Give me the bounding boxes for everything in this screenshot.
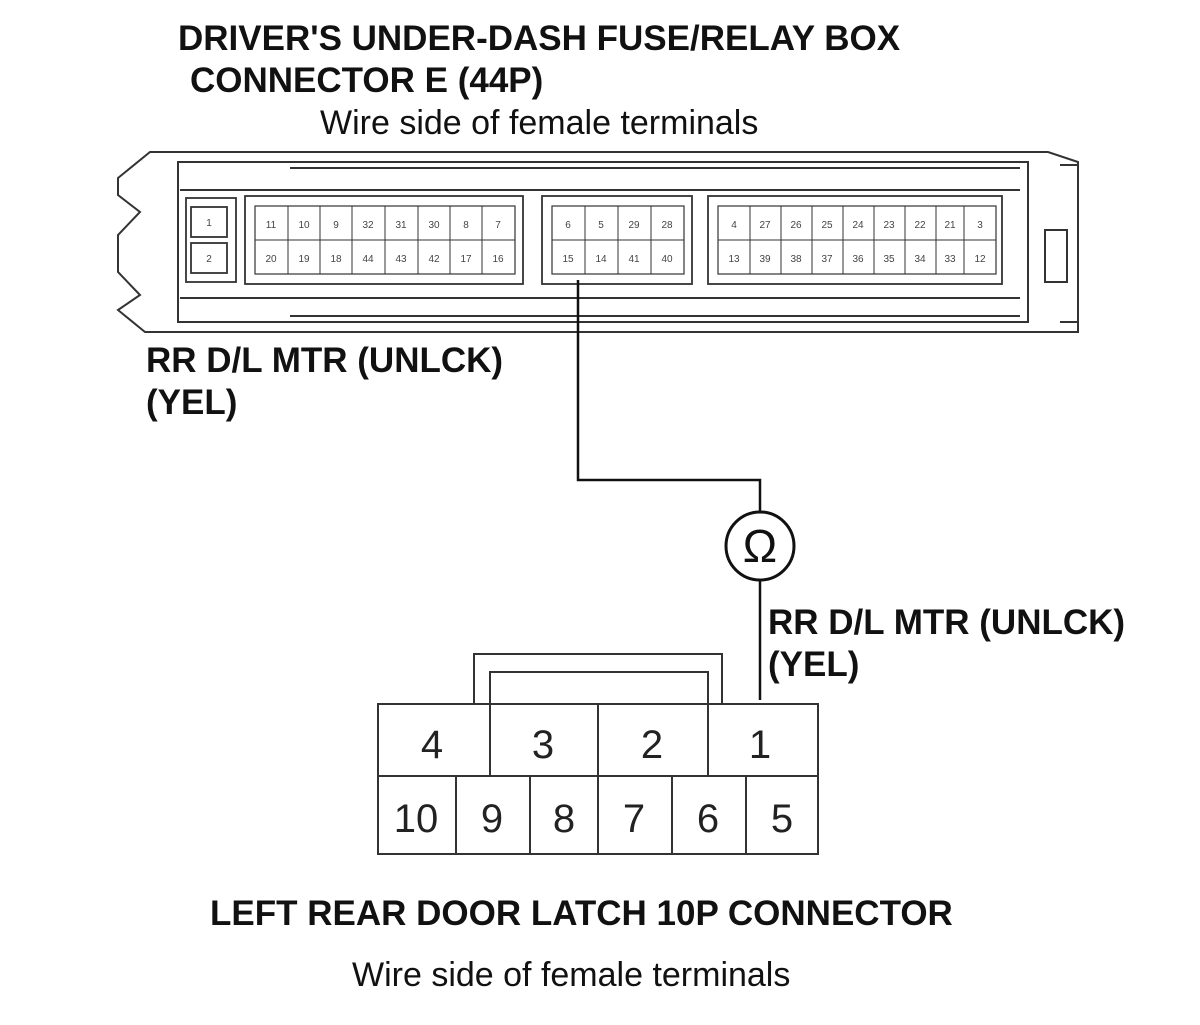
latch-pin-3: 3 <box>532 723 554 767</box>
pin-14: 14 <box>595 254 607 265</box>
pin-37: 37 <box>821 254 833 265</box>
top-connector-title-line1: DRIVER'S UNDER-DASH FUSE/RELAY BOX <box>178 19 901 58</box>
pin-7: 7 <box>495 220 501 231</box>
pin-35: 35 <box>883 254 895 265</box>
pin-4: 4 <box>731 220 737 231</box>
latch-pin-5: 5 <box>771 797 793 841</box>
pin-5: 5 <box>598 220 604 231</box>
pin-18: 18 <box>330 254 342 265</box>
pin-1: 1 <box>206 218 212 229</box>
pin-29: 29 <box>628 220 640 231</box>
pin-28: 28 <box>661 220 673 231</box>
latch-pin-2: 2 <box>641 723 663 767</box>
pin-25: 25 <box>821 220 833 231</box>
pin-6: 6 <box>565 220 571 231</box>
wire-upper <box>576 280 762 512</box>
pin-22: 22 <box>914 220 926 231</box>
top-connector-title-line2: CONNECTOR E (44P) <box>190 61 543 100</box>
pin-27: 27 <box>759 220 771 231</box>
latch-pin-10: 10 <box>394 797 439 841</box>
wire-top-label-line1: RR D/L MTR (UNLCK) <box>146 341 503 380</box>
top-connector-subtitle: Wire side of female terminals <box>320 104 758 142</box>
pin-36: 36 <box>852 254 864 265</box>
bottom-connector-subtitle: Wire side of female terminals <box>352 956 790 994</box>
pin-43: 43 <box>395 254 407 265</box>
pin-15: 15 <box>562 254 574 265</box>
pin-20: 20 <box>265 254 277 265</box>
pin-38: 38 <box>790 254 802 265</box>
pin-10: 10 <box>298 220 310 231</box>
latch-pin-4: 4 <box>421 723 443 767</box>
pin-26: 26 <box>790 220 802 231</box>
bottom-connector-title: LEFT REAR DOOR LATCH 10P CONNECTOR <box>210 894 953 933</box>
pin-16: 16 <box>492 254 504 265</box>
pin-grid-block-2 <box>255 206 515 274</box>
pin-24: 24 <box>852 220 864 231</box>
wire-bottom-label-line2: (YEL) <box>768 645 859 684</box>
pin-23: 23 <box>883 220 895 231</box>
pin-41: 41 <box>628 254 640 265</box>
pin-34: 34 <box>914 254 926 265</box>
pin-33: 33 <box>944 254 956 265</box>
pin-21: 21 <box>944 220 956 231</box>
fuse-box-connector-e <box>116 151 1079 333</box>
door-latch-connector <box>377 653 819 855</box>
ohm-symbol: Ω <box>743 520 777 572</box>
pin-19: 19 <box>298 254 310 265</box>
pin-13: 13 <box>728 254 740 265</box>
latch-pin-8: 8 <box>553 797 575 841</box>
latch-pin-7: 7 <box>623 797 645 841</box>
pin-11: 11 <box>266 220 277 231</box>
pin-39: 39 <box>759 254 771 265</box>
pin-32: 32 <box>362 220 374 231</box>
wire-bottom-label-line1: RR D/L MTR (UNLCK) <box>768 603 1125 642</box>
wire-top-label-line2: (YEL) <box>146 383 237 422</box>
pin-9: 9 <box>333 220 339 231</box>
pin-31: 31 <box>395 220 407 231</box>
pin-8: 8 <box>463 220 469 231</box>
pin-17: 17 <box>460 254 472 265</box>
pin-grid-block-3 <box>552 206 684 274</box>
pin-30: 30 <box>428 220 440 231</box>
latch-pin-6: 6 <box>697 797 719 841</box>
pin-3: 3 <box>977 220 983 231</box>
pin-grid-block-4 <box>718 206 996 274</box>
pin-block-1 <box>185 197 237 283</box>
pin-2: 2 <box>206 254 212 265</box>
pin-40: 40 <box>661 254 673 265</box>
latch-pin-1: 1 <box>749 723 771 767</box>
latch-pin-9: 9 <box>481 797 503 841</box>
pin-42: 42 <box>428 254 440 265</box>
ohmmeter-icon: Ω <box>724 510 796 582</box>
pin-12: 12 <box>974 254 986 265</box>
pin-44: 44 <box>362 254 374 265</box>
